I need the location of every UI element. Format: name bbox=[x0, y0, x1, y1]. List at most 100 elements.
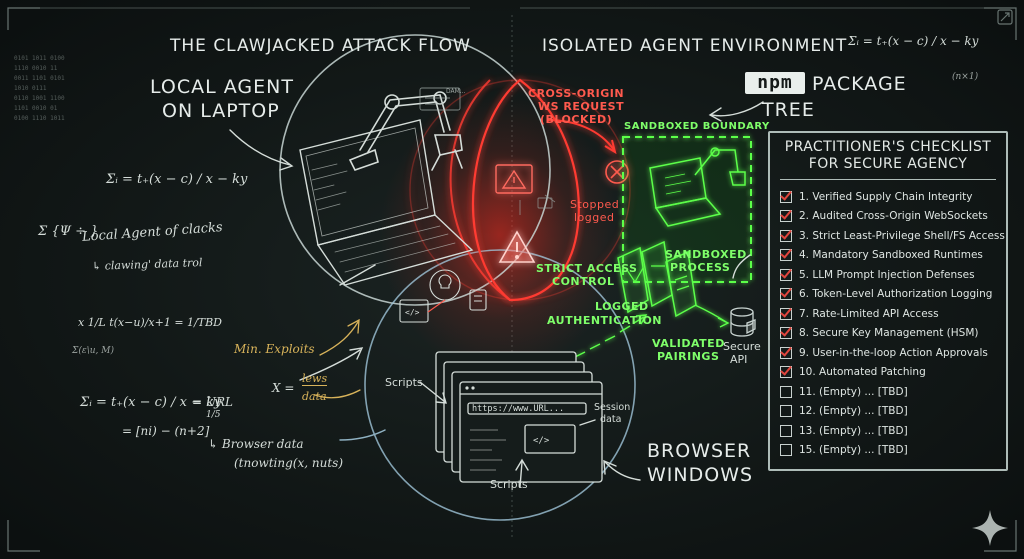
equation-x-den: data bbox=[302, 390, 327, 403]
checklist-divider bbox=[780, 179, 996, 180]
logged-auth-label-2: AUTHENTICATION bbox=[547, 314, 663, 327]
practitioner-checklist: PRACTITIONER'S CHECKLIST FOR SECURE AGEN… bbox=[768, 131, 1008, 471]
browser-label-2: WINDOWS bbox=[647, 464, 754, 486]
equation-psi: Σ {Ψ ÷ } bbox=[38, 224, 99, 239]
npm-logo: npm bbox=[745, 72, 805, 94]
checked-checkbox-icon bbox=[780, 366, 792, 379]
empty-checkbox-icon bbox=[780, 385, 792, 398]
checklist-item-label: 7. Rate-Limited API Access bbox=[799, 307, 939, 320]
checklist-item: 7. Rate-Limited API Access bbox=[780, 304, 1005, 324]
url-bar-text: https://www.URL... bbox=[472, 404, 565, 414]
cross-origin-label-3: (BLOCKED) bbox=[540, 113, 613, 126]
database-icon bbox=[730, 307, 756, 337]
svg-text:0011 1101 0101: 0011 1101 0101 bbox=[14, 75, 65, 82]
stopped-label-1: Stopped bbox=[570, 198, 620, 211]
isolated-env-title: ISOLATED AGENT ENVIRONMENT bbox=[542, 36, 848, 56]
svg-text:0110 1001 1100: 0110 1001 1100 bbox=[14, 95, 65, 102]
sandboxed-laptop bbox=[649, 147, 746, 227]
checked-checkbox-icon bbox=[780, 210, 792, 223]
note-browser-fn: (tnowting(x, nuts) bbox=[234, 456, 343, 470]
empty-checkbox-icon bbox=[780, 405, 792, 418]
equation-sum-top: Σᵢ = t₊(x − c) / x − ky bbox=[848, 34, 979, 48]
strict-access-label-1: STRICT ACCESS bbox=[536, 262, 638, 275]
chalk-arrows bbox=[229, 101, 764, 488]
package-label-1: PACKAGE bbox=[812, 73, 907, 95]
checked-checkbox-icon bbox=[780, 327, 792, 340]
equation-sum-top-tail: (n×1) bbox=[952, 72, 979, 82]
secure-api-label-2: API bbox=[730, 353, 748, 366]
checklist-item-label: 12. (Empty) ... [TBD] bbox=[799, 405, 908, 418]
cross-origin-label-1: CROSS-ORIGIN bbox=[528, 87, 625, 100]
equation-url: = URL bbox=[192, 395, 233, 409]
checked-checkbox-icon bbox=[780, 307, 792, 320]
checklist-item-label: 4. Mandatory Sandboxed Runtimes bbox=[799, 249, 983, 262]
checklist-item-label: 9. User-in-the-loop Action Approvals bbox=[799, 346, 988, 359]
checklist-title-line2: FOR SECURE AGENCY bbox=[808, 156, 968, 172]
svg-text:1101 0010 01: 1101 0010 01 bbox=[14, 105, 58, 112]
secure-api-label-1: Secure bbox=[723, 340, 761, 353]
empty-checkbox-icon bbox=[780, 444, 792, 457]
equation-sum-url-lhs: Σᵢ = t₊(x − c) / x − ky bbox=[80, 395, 222, 410]
validated-label-2: PAIRINGS bbox=[657, 350, 720, 363]
checklist-item: 10. Automated Patching bbox=[780, 363, 1005, 383]
svg-text:</>: </> bbox=[533, 436, 550, 446]
checked-checkbox-icon bbox=[780, 229, 792, 242]
checklist-item-label: 15. (Empty) ... [TBD] bbox=[799, 444, 908, 457]
checklist-item: 4. Mandatory Sandboxed Runtimes bbox=[780, 246, 1005, 266]
checked-checkbox-icon bbox=[780, 288, 792, 301]
checklist-item-label: 6. Token-Level Authorization Logging bbox=[799, 288, 993, 301]
attack-flow-title: THE CLAWJACKED ATTACK FLOW bbox=[170, 36, 471, 56]
equation-x-num: lews bbox=[302, 372, 328, 386]
dam-note: DAM... bbox=[446, 88, 466, 95]
checklist-item: 13. (Empty) ... [TBD] bbox=[780, 421, 1005, 441]
svg-text:1110 0010 11: 1110 0010 11 bbox=[14, 65, 58, 72]
sparkle-icon bbox=[972, 510, 1008, 546]
checklist-item-label: 10. Automated Patching bbox=[799, 366, 926, 379]
checked-checkbox-icon bbox=[780, 268, 792, 281]
checklist-item: 8. Secure Key Management (HSM) bbox=[780, 324, 1005, 344]
note-browser-data: ↳ Browser data bbox=[208, 437, 304, 451]
checklist-item: 12. (Empty) ... [TBD] bbox=[780, 402, 1005, 422]
equation-fraction: x 1/L t(x−u)/x+1 = 1/TBD bbox=[78, 316, 222, 329]
empty-checkbox-icon bbox=[780, 424, 792, 437]
equation-url-den: 1/5 bbox=[206, 410, 221, 420]
strict-access-label-2: CONTROL bbox=[552, 275, 615, 288]
red-halo bbox=[380, 95, 620, 375]
validated-label-1: VALIDATED bbox=[652, 337, 725, 350]
attack-icons: </> bbox=[399, 269, 487, 323]
checklist-item-label: 5. LLM Prompt Injection Defenses bbox=[799, 268, 975, 281]
sandboxed-process-label-2: PROCESS bbox=[670, 261, 731, 274]
equation-x-label: X = bbox=[272, 381, 295, 395]
sandboxed-process-label-1: SANDBOXED bbox=[665, 248, 747, 261]
equation-sequence: = [ni) − (n+2] bbox=[122, 424, 210, 438]
equation-sum-left: Σᵢ = t₊(x − c) / x − ky bbox=[106, 172, 248, 187]
checklist-item-label: 2. Audited Cross-Origin WebSockets bbox=[799, 210, 988, 223]
svg-text:1010 0111: 1010 0111 bbox=[14, 85, 47, 92]
checked-checkbox-icon bbox=[780, 346, 792, 359]
warning-triangle-center bbox=[498, 230, 536, 263]
browser-windows-illustration: </> bbox=[435, 351, 603, 483]
logged-auth-label-1: LOGGED bbox=[595, 300, 649, 313]
checklist-item-label: 3. Strict Least-Privilege Shell/FS Acces… bbox=[799, 229, 1005, 242]
binary-noise: 0101 1011 0100 1110 0010 11 0011 1101 010… bbox=[14, 55, 65, 122]
checklist-item-label: 8. Secure Key Management (HSM) bbox=[799, 327, 979, 340]
browser-label-1: BROWSER bbox=[647, 440, 752, 462]
svg-text:0101 1011 0100: 0101 1011 0100 bbox=[14, 55, 65, 62]
sandboxed-boundary-label: SANDBOXED BOUNDARY bbox=[624, 121, 770, 132]
chalk-arrows-gold bbox=[314, 318, 361, 399]
checked-checkbox-icon bbox=[780, 249, 792, 262]
local-agent-label-2: ON LAPTOP bbox=[162, 100, 280, 122]
checklist-item: 15. (Empty) ... [TBD] bbox=[780, 441, 1005, 461]
local-agent-label-1: LOCAL AGENT bbox=[150, 76, 294, 98]
venn-circle-bottom bbox=[364, 249, 636, 521]
svg-text:</>: </> bbox=[405, 308, 420, 317]
cross-origin-label-2: WS REQUEST bbox=[538, 100, 625, 113]
red-arrow bbox=[547, 119, 617, 155]
checklist-item-label: 11. (Empty) ... [TBD] bbox=[799, 385, 908, 398]
access-shields bbox=[617, 240, 697, 318]
stopped-label-2: logged bbox=[574, 211, 615, 224]
checklist-item: 6. Token-Level Authorization Logging bbox=[780, 285, 1005, 305]
laptop-illustration bbox=[299, 119, 474, 286]
checklist-item-label: 1. Verified Supply Chain Integrity bbox=[799, 190, 973, 203]
